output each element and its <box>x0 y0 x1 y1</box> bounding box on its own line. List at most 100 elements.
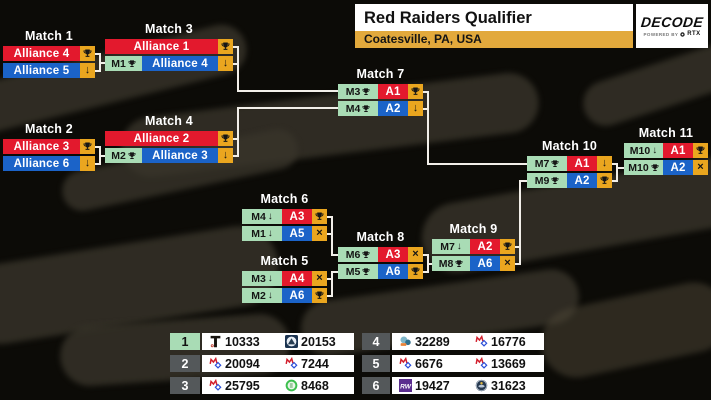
trophy-icon <box>500 239 515 254</box>
down-icon: ↓ <box>267 210 273 222</box>
team-entry: 16776 <box>468 335 544 349</box>
bracket-connector <box>423 254 427 256</box>
trophy-icon <box>218 39 233 54</box>
match-1-row-1: Alliance 4 <box>3 46 95 61</box>
alliance-rank: 5 <box>362 355 390 372</box>
source-cell: M3↓ <box>242 271 282 286</box>
down-icon: ↓ <box>408 101 423 116</box>
alliance-label: A1 <box>663 143 693 158</box>
alliance-rank: 6 <box>362 377 390 394</box>
down-icon: ↓ <box>267 227 273 239</box>
trophy-icon <box>408 264 423 279</box>
alliance-label: Alliance 3 <box>142 148 218 163</box>
bracket-connector <box>95 53 99 55</box>
bracket-connector <box>327 278 331 280</box>
bracket-connector <box>237 107 338 109</box>
bracket-connector <box>616 163 618 182</box>
trophy-icon <box>128 151 136 160</box>
bracket-connector <box>237 107 239 157</box>
bracket-connector <box>519 180 521 265</box>
alliance-label: A5 <box>282 226 312 241</box>
ftc-default-logo-icon <box>399 357 412 370</box>
source-label: M3 <box>251 272 266 285</box>
alliance-teams: 20094 7244 <box>202 355 354 372</box>
team-number: 7244 <box>301 356 329 371</box>
source-cell: M10↓ <box>624 143 663 158</box>
match-11-row-1: M10↓A1 <box>624 143 708 158</box>
team-number: 8468 <box>301 378 329 393</box>
match-5-row-2: M2↓A6 <box>242 288 327 303</box>
bracket-connector <box>237 46 239 92</box>
alliance-label: A1 <box>378 84 408 99</box>
alliance-label: A2 <box>663 160 693 175</box>
source-label: M1 <box>111 57 126 70</box>
bracket-connector <box>331 254 338 256</box>
bracket-connector <box>423 91 427 93</box>
team-entry: 10333 <box>202 335 278 349</box>
match-title: Match 6 <box>260 192 309 206</box>
alliance-label: Alliance 1 <box>105 39 218 54</box>
source-label: M9 <box>534 174 550 187</box>
match-4-row-1: Alliance 2 <box>105 131 233 146</box>
source-label: M2 <box>111 149 126 162</box>
alliance-rank: 2 <box>170 355 200 372</box>
x-icon: × <box>500 256 515 271</box>
match-6-row-2: M1↓A5× <box>242 226 327 241</box>
bracket-connector <box>616 167 624 169</box>
source-cell: M2 <box>105 148 142 163</box>
x-icon: × <box>312 271 327 286</box>
alliance-label: Alliance 5 <box>3 63 80 78</box>
trophy-icon <box>408 84 423 99</box>
match-1-row-2: Alliance 5↓ <box>3 63 95 78</box>
team-number: 20153 <box>301 334 336 349</box>
bracket-connector <box>233 46 237 48</box>
team-entry: 25795 <box>202 379 278 393</box>
down-icon: ↓ <box>652 144 658 156</box>
trophy-icon <box>597 173 612 188</box>
source-cell: M5 <box>338 264 378 279</box>
team-number: 13669 <box>491 356 526 371</box>
bracket-connector <box>331 271 338 273</box>
down-icon: ↓ <box>80 63 95 78</box>
alliance-teams: 25795 8468 <box>202 377 354 394</box>
alliance-teams: 10333 20153 <box>202 333 354 350</box>
team-number: 10333 <box>225 334 260 349</box>
team-number: 25795 <box>225 378 260 393</box>
bracket-connector <box>327 216 331 218</box>
bracket-connector <box>427 263 432 265</box>
source-cell: M7 <box>527 156 567 171</box>
alliance-rank: 1 <box>170 333 200 350</box>
bracket-connector <box>331 271 333 297</box>
bracket-connector <box>519 180 527 182</box>
alliance-label: A2 <box>470 239 500 254</box>
source-cell: M2↓ <box>242 288 282 303</box>
match-title: Match 9 <box>449 222 498 236</box>
source-label: M6 <box>345 248 361 261</box>
alliance-label: A2 <box>378 101 408 116</box>
team-entry: 32289 <box>392 335 468 349</box>
down-icon: ↓ <box>267 272 273 284</box>
decode-logo-box: DECODE POWERED BY RTX <box>636 4 708 48</box>
trophy-icon <box>693 143 708 158</box>
trophy-icon <box>362 250 370 259</box>
down-icon: ↓ <box>267 289 273 301</box>
ftc-default-logo-icon <box>475 335 488 348</box>
team-number: 31623 <box>491 378 526 393</box>
mountain-logo-icon <box>285 335 298 348</box>
x-icon: × <box>693 160 708 175</box>
alliance-label: A4 <box>282 271 312 286</box>
team-entry: 20094 <box>202 357 278 371</box>
sponsor-label: RTX <box>687 31 701 37</box>
